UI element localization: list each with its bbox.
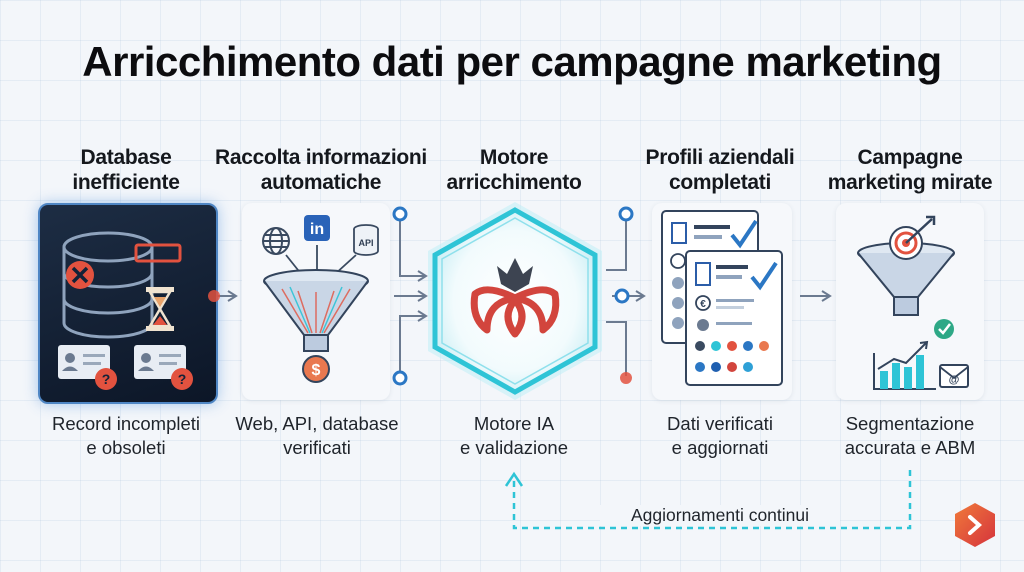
profiles-illustration: € [661, 210, 783, 386]
api-label: API [358, 238, 373, 248]
stage-title-campaigns: Campagne marketing mirate [810, 145, 1010, 195]
email-icon: @ [939, 364, 969, 388]
connector-dot [392, 370, 408, 386]
caption-line: verificati [283, 437, 351, 458]
connector-dot [392, 206, 408, 222]
stage-title-line: Campagne [857, 146, 963, 169]
verified-profile-icon: € [685, 250, 783, 386]
caption-line: Motore IA [473, 413, 555, 434]
api-database-icon: API [353, 224, 379, 256]
profiles-card: € [652, 203, 792, 400]
stage-title-line: inefficiente [72, 171, 180, 194]
currency-coin-icon: $ [302, 355, 330, 383]
email-label: @ [949, 374, 960, 386]
stage-title-engine: Motore arricchimento [414, 145, 614, 195]
check-badge-icon [934, 319, 954, 339]
stage-title-profiles: Profili aziendali completati [620, 145, 820, 195]
stage-title-line: Raccolta informazioni [215, 146, 427, 169]
stage-caption-database: Record incompleti e obsoleti [26, 412, 226, 460]
linkedin-label: in [310, 221, 324, 238]
connector-dot [618, 206, 634, 222]
lotus-logo-icon [470, 258, 560, 338]
incomplete-record-icon: ? [58, 345, 117, 390]
database-illustration: ? ? [58, 231, 193, 390]
feedback-label: Aggiornamenti continui [600, 505, 840, 526]
stage-title-line: completati [668, 171, 772, 194]
stage-title-line: arricchimento [446, 171, 582, 194]
connector-dot [614, 288, 630, 304]
brand-logo [952, 502, 998, 548]
caption-line: Record incompleti [51, 413, 201, 434]
collection-card: in API $ [242, 203, 390, 400]
caption-line: Dati verificati [667, 413, 773, 434]
euro-label: € [700, 299, 706, 310]
growth-chart-icon [873, 340, 936, 390]
svg-text:?: ? [178, 371, 187, 387]
flow-arrow [606, 216, 646, 376]
currency-label: $ [312, 362, 321, 379]
stage-caption-campaigns: Segmentazione accurata e ABM [810, 412, 1010, 460]
hourglass-icon [146, 287, 174, 331]
stage-title-line: Database [80, 146, 172, 169]
error-bar-icon [134, 243, 182, 263]
collection-illustration: in API $ [262, 215, 379, 383]
caption-line: e obsoleti [86, 437, 166, 458]
stage-caption-profiles: Dati verificati e aggiornati [620, 412, 820, 460]
campaigns-illustration: @ [857, 215, 969, 390]
page-title: Arricchimento dati per campagne marketin… [82, 38, 942, 85]
stage-title-database: Database inefficiente [26, 145, 226, 195]
caption-line: e validazione [460, 437, 568, 458]
flow-arrow [800, 290, 832, 302]
stage-title-line: Profili aziendali [645, 146, 795, 169]
enrichment-engine [420, 196, 610, 406]
caption-line: Web, API, database [235, 413, 399, 434]
brand-logo-icon [955, 503, 995, 547]
stage-caption-collection: Web, API, database verificati [217, 412, 417, 460]
stage-caption-engine: Motore IA e validazione [414, 412, 614, 460]
connector-dot [620, 372, 632, 384]
funnel-icon [263, 269, 369, 352]
globe-icon [262, 227, 290, 255]
error-x-icon [66, 261, 94, 289]
euro-icon: € [695, 295, 711, 311]
svg-text:?: ? [102, 371, 111, 387]
stage-title-collection: Raccolta informazioni automatiche [205, 145, 437, 195]
database-card: ? ? [38, 203, 218, 404]
caption-line: e aggiornati [671, 437, 769, 458]
caption-line: accurata e ABM [844, 437, 976, 458]
stage-title-line: Motore [479, 146, 549, 169]
target-funnel-icon [857, 215, 955, 316]
linkedin-icon: in [304, 215, 330, 241]
stage-title-line: marketing mirate [827, 171, 993, 194]
flow-arrow [216, 290, 238, 302]
campaigns-card: @ [836, 203, 984, 400]
stage-title-line: automatiche [260, 171, 382, 194]
engine-hexagon [428, 202, 602, 400]
feedback-arrowhead [504, 471, 524, 487]
social-icons [695, 341, 769, 372]
caption-line: Segmentazione [845, 413, 975, 434]
incomplete-record-icon: ? [134, 345, 193, 390]
